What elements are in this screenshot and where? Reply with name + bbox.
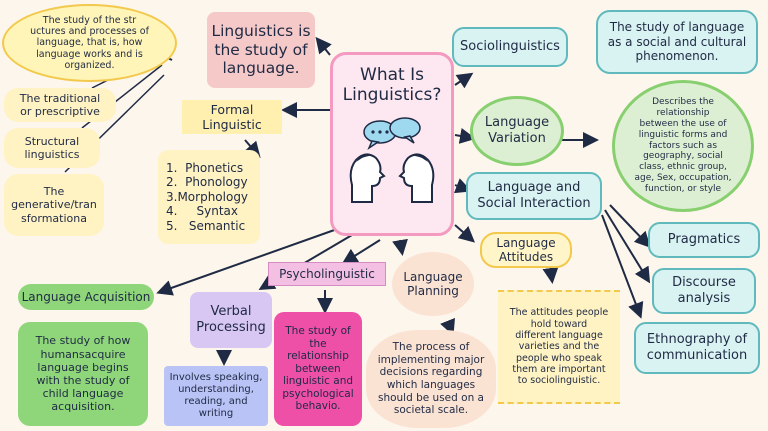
planning-title: Language Planning — [403, 269, 463, 298]
variation-title: Language Variation — [484, 115, 550, 146]
pragmatics-node: Pragmatics — [648, 222, 760, 258]
language-acquisition-node: Language Acquisition — [18, 284, 154, 310]
acquisition-title: Language Acquisition — [21, 289, 151, 304]
approach-generative: The generative/tran sformationa — [4, 174, 104, 236]
psycho-description-text: The study of the relationship between li… — [282, 324, 354, 413]
attitudes-title: Language Attitudes — [496, 235, 556, 264]
approach-generative-label: The generative/tran sformationa — [11, 185, 97, 225]
verbal-description-text: Involves speaking, understanding, readin… — [169, 372, 263, 419]
sociolinguistics-title: Sociolinguistics — [460, 39, 560, 55]
branch-semantic: 5. Semantic — [166, 218, 246, 233]
center-node: What Is Linguistics? — [330, 52, 454, 236]
branch-phonology: 2. Phonology — [166, 175, 248, 190]
language-acquisition-description: The study of how humansacquire language … — [18, 322, 148, 426]
center-title: What Is Linguistics? — [342, 65, 442, 106]
formal-linguistic-title: Formal Linguistic — [202, 102, 262, 132]
language-variation-node: Language Variation — [470, 96, 564, 166]
socio-description-text: The study of language as a social and cu… — [607, 20, 747, 64]
variation-description-text: Describes the relationship between the u… — [634, 97, 732, 194]
language-attitudes-node: Language Attitudes — [480, 232, 572, 268]
language-planning-node: Language Planning — [392, 252, 474, 316]
formal-linguistics-description: The study of the str uctures and process… — [2, 4, 177, 82]
sociolinguistics-node: Sociolinguistics — [452, 27, 568, 67]
verbal-processing-node: Verbal Processing — [190, 292, 272, 348]
attitudes-description-text: The attitudes people hold toward differe… — [509, 307, 609, 387]
verbal-title: Verbal Processing — [196, 304, 266, 335]
approach-structural-label: Structural linguistics — [24, 134, 80, 161]
discourse-label: Discourse analysis — [672, 275, 736, 306]
pragmatics-label: Pragmatics — [667, 232, 741, 248]
branch-phonetics: 1. Phonetics — [166, 161, 244, 176]
branch-syntax: 4. Syntax — [166, 204, 239, 219]
sociolinguistics-description: The study of language as a social and cu… — [596, 10, 758, 74]
language-variation-description: Describes the relationship between the u… — [612, 80, 754, 212]
linguistics-definition: Linguistics is the study of language. — [207, 12, 315, 88]
approach-traditional: The traditional or prescriptive — [4, 88, 116, 122]
acquisition-description-text: The study of how humansacquire language … — [35, 334, 131, 414]
branch-morphology: 3.Morphology — [166, 189, 249, 204]
language-attitudes-description: The attitudes people hold toward differe… — [498, 290, 620, 404]
formal-linguistic-label: Formal Linguistic — [182, 100, 282, 134]
approach-traditional-label: The traditional or prescriptive — [19, 91, 101, 118]
planning-description-text: The process of implementing major decisi… — [377, 341, 485, 417]
psycholinguistic-description: The study of the relationship between li… — [274, 312, 362, 426]
formal-description-text: The study of the str uctures and process… — [30, 14, 149, 72]
speaking-heads-icon — [349, 117, 435, 203]
definition-text: Linguistics is the study of language. — [211, 22, 311, 78]
social-interaction-node: Language and Social Interaction — [466, 172, 602, 220]
language-planning-description: The process of implementing major decisi… — [366, 330, 496, 428]
ethnography-label: Ethnography of communication — [646, 332, 748, 363]
interaction-title: Language and Social Interaction — [477, 180, 591, 211]
approach-structural: Structural linguistics — [4, 128, 100, 168]
ethnography-node: Ethnography of communication — [634, 322, 760, 374]
psycho-title: Psycholinguistic — [279, 266, 375, 281]
formal-branches-list: 1. Phonetics 2. Phonology 3.Morphology 4… — [158, 150, 260, 244]
psycholinguistic-node: Psycholinguistic — [268, 262, 386, 286]
verbal-processing-description: Involves speaking, understanding, readin… — [164, 366, 268, 426]
discourse-analysis-node: Discourse analysis — [652, 268, 756, 314]
